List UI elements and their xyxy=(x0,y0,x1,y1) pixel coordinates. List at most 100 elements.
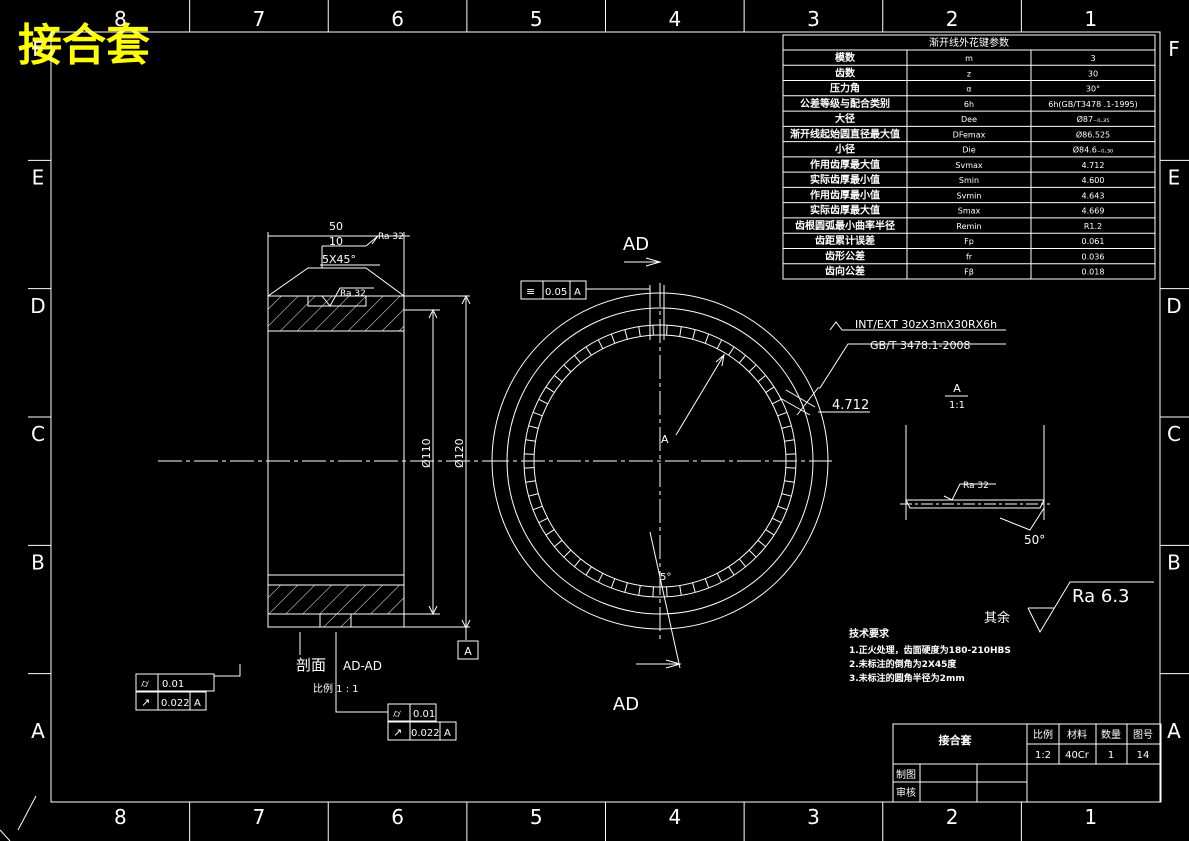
params-cell: fr xyxy=(966,252,973,261)
section-mark-top: AD xyxy=(623,234,649,255)
datum-a-label: A xyxy=(464,645,472,658)
params-cell: 渐开线起始圆直径最大值 xyxy=(790,127,900,140)
center-label: A xyxy=(661,433,669,446)
section-id-label: AD-AD xyxy=(343,659,382,673)
fcf2-datum: A xyxy=(194,698,201,709)
params-cell: 4.600 xyxy=(1082,176,1105,185)
symmetry-tol-datum: A xyxy=(574,287,581,298)
params-cell: Die xyxy=(962,146,975,155)
params-cell: Smin xyxy=(959,176,979,185)
zone-number-bottom: 2 xyxy=(946,805,959,829)
dim-dia-110: Ø110 xyxy=(420,438,433,468)
params-cell: Fp xyxy=(964,237,974,246)
zone-number-top: 3 xyxy=(807,7,820,31)
tb-value-quantity: 1 xyxy=(1108,750,1114,761)
zone-number-top: 7 xyxy=(253,7,266,31)
params-cell: 4.712 xyxy=(1082,161,1105,170)
params-cell: 齿向公差 xyxy=(825,265,865,278)
params-cell: m xyxy=(965,54,973,63)
zone-number-bottom: 5 xyxy=(530,805,543,829)
section-mark-bottom: AD xyxy=(613,694,639,715)
params-cell: 实际齿厚最大值 xyxy=(810,204,880,217)
zone-number-top: 5 xyxy=(530,7,543,31)
zone-number-top: 1 xyxy=(1084,7,1097,31)
tb-header-material: 材料 xyxy=(1067,728,1087,741)
params-cell: 齿数 xyxy=(835,66,856,79)
zone-number-bottom: 7 xyxy=(253,805,266,829)
spline-spec-label: INT/EXT 30zX3mX30RX6h xyxy=(855,318,997,331)
params-cell: Ø87₋₀.₃₅ xyxy=(1077,114,1110,124)
params-cell: 作用齿厚最大值 xyxy=(810,158,880,171)
tb-drawn-label: 制图 xyxy=(896,768,916,781)
fcf4-value: 0.022 xyxy=(411,728,440,739)
zone-letter-left: D xyxy=(30,294,45,318)
detail-label: A xyxy=(953,382,961,395)
params-cell: 大径 xyxy=(835,112,855,125)
dim-10: 10 xyxy=(329,235,343,248)
params-cell: Remin xyxy=(956,222,981,231)
feature-control-frames xyxy=(135,673,457,741)
zone-letter-right: D xyxy=(1166,294,1181,318)
title-block-part-name: 接合套 xyxy=(939,733,973,747)
section-label: 剖面 xyxy=(296,656,326,674)
fcf2-value: 0.022 xyxy=(161,698,190,709)
tb-header-scale: 比例 xyxy=(1033,728,1053,741)
zone-letter-left: A xyxy=(31,719,45,743)
drawing-title: 接合套 xyxy=(18,20,150,71)
zone-number-bottom: 4 xyxy=(668,805,681,829)
zone-letter-right: B xyxy=(1167,551,1181,575)
zone-number-top: 2 xyxy=(946,7,959,31)
zone-letter-right: F xyxy=(1168,37,1180,61)
tech-notes-list: 1.正火处理，齿面硬度为180-210HBS2.未标注的倒角为2X45度3.未标… xyxy=(849,644,1011,684)
section-scale-label: 比例 1 : 1 xyxy=(313,682,359,695)
dim-dia-120: Ø120 xyxy=(453,438,466,468)
tech-note-item: 1.正火处理，齿面硬度为180-210HBS xyxy=(849,644,1011,656)
params-cell: Svmin xyxy=(957,191,982,200)
dim-50: 50 xyxy=(329,220,343,233)
params-cell: Smax xyxy=(958,207,981,216)
params-cell: 作用齿厚最小值 xyxy=(810,188,880,201)
border-zone-letters-right: F E D C B A xyxy=(1166,37,1181,743)
params-cell: 6h(GB/T3478 .1-1995) xyxy=(1048,100,1137,109)
zone-letter-right: A xyxy=(1167,719,1181,743)
params-cell: Ø86.525 xyxy=(1076,129,1110,139)
zone-letter-right: E xyxy=(1168,166,1181,190)
params-cell: Ø84.6₋₀.₃₀ xyxy=(1073,145,1114,155)
tooth-thickness-dim: 4.712 xyxy=(832,398,869,413)
detail-scale: 1:1 xyxy=(949,400,965,411)
zone-letter-right: C xyxy=(1167,422,1181,446)
params-cell: 0.018 xyxy=(1082,268,1105,277)
tb-value-material: 40Cr xyxy=(1065,750,1090,761)
fcf1-value: 0.01 xyxy=(162,679,184,690)
params-cell: 小径 xyxy=(834,143,855,156)
fcf2-symbol: ↗ xyxy=(141,696,150,709)
params-cell: Svmax xyxy=(955,161,983,170)
params-cell: R1.2 xyxy=(1084,222,1102,231)
title-block xyxy=(892,723,1162,803)
params-cell: 30° xyxy=(1086,85,1100,94)
params-cell: 30 xyxy=(1088,69,1098,78)
detail-ra: Ra 32 xyxy=(963,481,989,491)
border-zone-ticks xyxy=(28,0,1189,841)
detail-view xyxy=(900,395,1050,531)
front-view xyxy=(485,257,1006,669)
params-cell: 0.036 xyxy=(1082,252,1105,261)
params-table-heading: 渐开线外花键参数 xyxy=(929,36,1009,49)
general-roughness-symbol xyxy=(1027,581,1154,634)
tooth-angle-label: 5° xyxy=(660,572,671,583)
zone-letter-left: F xyxy=(32,37,44,61)
zone-letter-left: C xyxy=(31,422,45,446)
zone-number-bottom: 1 xyxy=(1084,805,1097,829)
params-cell: Dee xyxy=(961,115,977,124)
chamfer-dim: 5X45° xyxy=(322,253,356,266)
roughness-value: Ra 6.3 xyxy=(1072,586,1130,607)
params-cell: DFemax xyxy=(953,130,986,139)
params-cell: 6h xyxy=(964,100,974,109)
fcf4-symbol: ↗ xyxy=(393,726,402,739)
spline-standard-label: GB/T 3478.1-2008 xyxy=(870,339,970,352)
